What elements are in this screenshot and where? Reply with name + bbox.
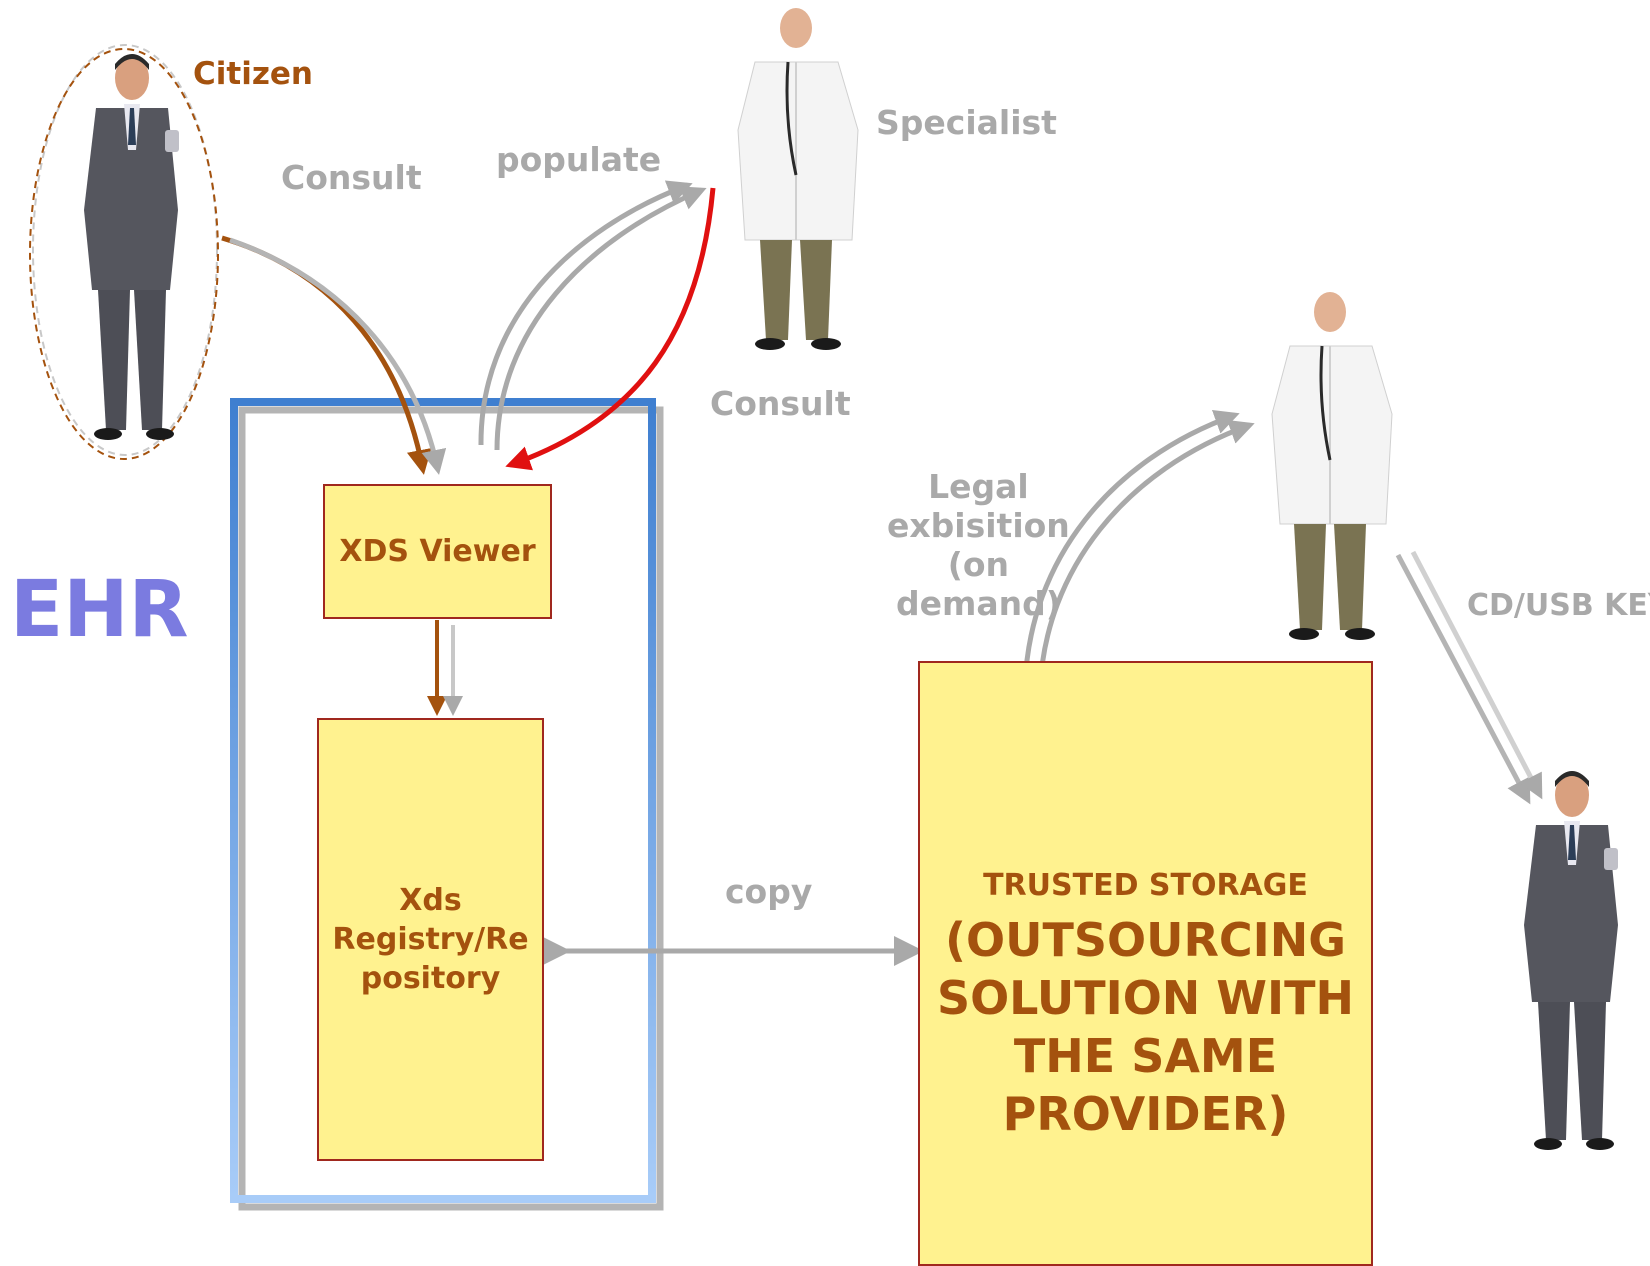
legal-line-1: Legal — [928, 467, 1029, 506]
legal-line-4: demand) — [895, 584, 1061, 623]
specialist-label: Specialist — [876, 103, 1057, 142]
trusted-line-4: PROVIDER) — [1002, 1087, 1289, 1141]
populate-label: populate — [496, 140, 662, 179]
citizen-figure-2 — [1524, 771, 1618, 1150]
cdusb-arrow-1 — [1395, 553, 1531, 805]
registry-line-1: Xds — [399, 883, 462, 918]
trusted-line-3: THE SAME — [1013, 1029, 1278, 1083]
citizen-consult-arrow-brown — [221, 235, 432, 475]
ehr-frame — [230, 398, 664, 1211]
doctor-figure — [1271, 292, 1393, 640]
copy-label: copy — [725, 872, 813, 911]
cd-usb-label: CD/USB KEY — [1467, 588, 1650, 623]
consult-top-label: Consult — [281, 158, 422, 197]
xds-registry-box: Xds Registry/Re pository — [317, 718, 544, 1161]
legal-exhibition-label: Legal exbisition (on demand) — [887, 467, 1070, 623]
trusted-storage-box: TRUSTED STORAGE (OUTSOURCING SOLUTION WI… — [918, 661, 1373, 1266]
legal-arrow-2 — [1037, 420, 1255, 691]
specialist-consult-arrow — [505, 187, 716, 471]
legal-arrow-1 — [1022, 410, 1240, 686]
xds-viewer-box: XDS Viewer — [323, 484, 552, 619]
registry-line-2: Registry/Re — [332, 922, 529, 957]
registry-line-3: pository — [360, 961, 501, 996]
specialist-figure — [737, 8, 859, 350]
citizen-ellipse — [29, 44, 219, 460]
trusted-line-2: SOLUTION WITH — [936, 971, 1355, 1025]
consult-mid-label: Consult — [710, 384, 851, 423]
populate-arrow-2 — [494, 186, 707, 451]
citizen-label: Citizen — [193, 56, 313, 92]
xds-viewer-label: XDS Viewer — [339, 534, 536, 569]
legal-line-2: exbisition — [887, 506, 1070, 545]
citizen-consult-arrow-grey — [229, 237, 447, 475]
populate-arrow-1 — [478, 180, 693, 446]
legal-line-3: (on — [947, 545, 1010, 584]
ehr-label: EHR — [10, 565, 189, 655]
citizen-figure — [84, 54, 179, 440]
trusted-storage-title: TRUSTED STORAGE — [983, 868, 1308, 903]
trusted-line-1: (OUTSOURCING — [945, 913, 1346, 967]
cdusb-arrow-2 — [1410, 550, 1543, 800]
